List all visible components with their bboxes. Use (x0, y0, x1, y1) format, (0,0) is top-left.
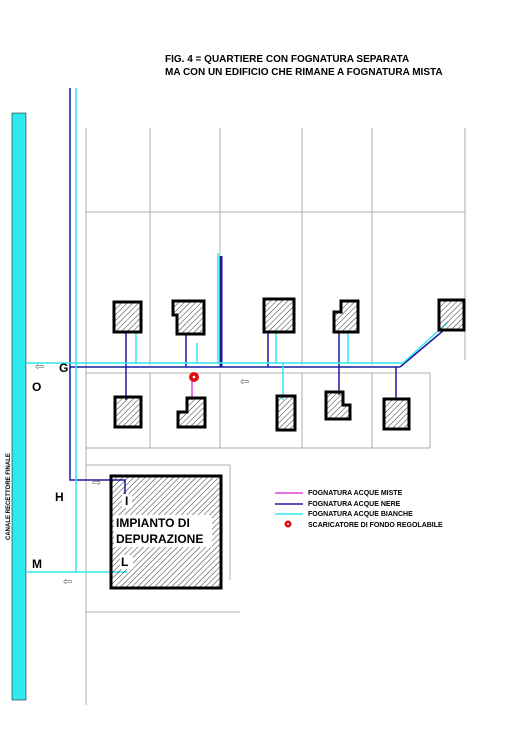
building-s2-mixed-sewer (176, 396, 207, 429)
legend-mixed-label: FOGNATURA ACQUE MISTE (308, 490, 403, 497)
buildings-south (113, 390, 411, 432)
legend-black-label: FOGNATURA ACQUE NERE (308, 501, 401, 508)
node-l: L (121, 555, 128, 569)
plant-label-line-1: IMPIANTO DI (116, 516, 190, 530)
building-s5 (382, 397, 411, 431)
building-n4 (332, 299, 360, 334)
black-water-pipes (69, 88, 445, 498)
node-i: I (125, 494, 128, 508)
building-n2 (171, 299, 206, 336)
flow-arrow-left-icon: ⇦ (63, 575, 72, 588)
building-s1 (113, 395, 143, 429)
legend-valve-label: SCARICATORE DI FONDO REGOLABILE (308, 522, 443, 529)
node-o: O (32, 380, 41, 394)
node-h: H (55, 490, 64, 504)
building-n3 (262, 297, 296, 334)
building-s3 (275, 394, 297, 432)
flow-arrow-left-icon: ⇦ (35, 360, 44, 373)
building-s4 (324, 390, 352, 421)
legend-white-label: FOGNATURA ACQUE BIANCHE (308, 511, 413, 518)
figure-title-line-1: FIG. 4 = QUARTIERE CON FOGNATURA SEPARAT… (165, 54, 409, 65)
legend: FOGNATURA ACQUE MISTE FOGNATURA ACQUE NE… (275, 490, 443, 529)
building-n5 (437, 298, 466, 332)
flow-arrow-right-icon: ⇨ (92, 476, 101, 489)
buildings-north (112, 297, 466, 336)
legend-valve-center (287, 523, 289, 525)
regulating-valve-center (192, 375, 196, 379)
node-m: M (32, 557, 42, 571)
node-i-background (122, 494, 132, 508)
plant-label-background (114, 515, 212, 547)
figure-title-line-2: MA CON UN EDIFICIO CHE RIMANE A FOGNATUR… (165, 67, 443, 78)
plant-label-line-2: DEPURAZIONE (116, 532, 203, 546)
node-g: G (59, 361, 68, 375)
flow-arrow-left-icon: ⇦ (240, 375, 249, 388)
final-receiving-canal (11, 112, 27, 701)
canal-label: CANALE RECETTORE FINALE (6, 453, 12, 540)
lot-grid (85, 128, 466, 705)
white-water-pipes (26, 88, 449, 573)
building-n1 (112, 300, 143, 334)
node-l-background (120, 555, 133, 569)
